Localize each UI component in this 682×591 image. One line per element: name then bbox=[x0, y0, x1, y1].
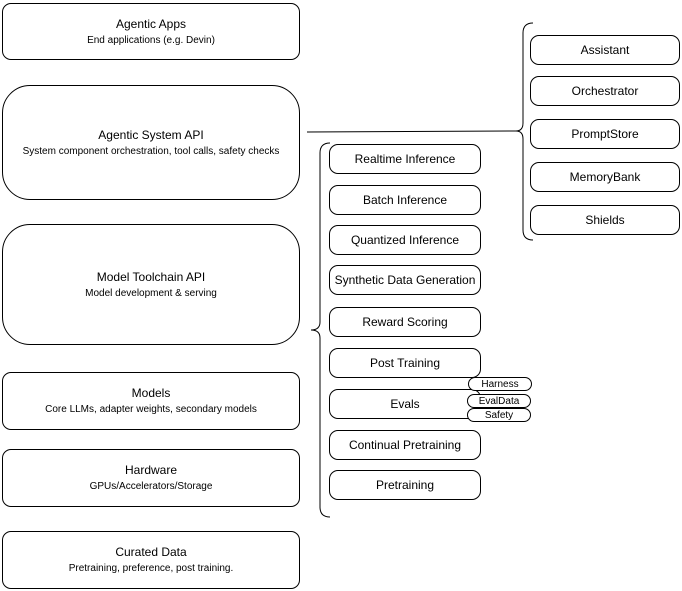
box-title: Agentic System API bbox=[98, 127, 204, 142]
chip-evals: Evals bbox=[329, 389, 481, 419]
chip-synthetic-data-generation: Synthetic Data Generation bbox=[329, 265, 481, 295]
box-agentic-system-api: Agentic System API System component orch… bbox=[2, 85, 300, 200]
curly-brace-system-components bbox=[515, 22, 534, 241]
box-hardware: Hardware GPUs/Accelerators/Storage bbox=[2, 449, 300, 507]
pill-evaldata: EvalData bbox=[467, 394, 531, 408]
box-model-toolchain-api: Model Toolchain API Model development & … bbox=[2, 224, 300, 345]
chip-realtime-inference: Realtime Inference bbox=[329, 144, 481, 174]
chip-memorybank: MemoryBank bbox=[530, 162, 680, 192]
box-title: Curated Data bbox=[115, 545, 187, 559]
box-title: Hardware bbox=[124, 463, 178, 477]
chip-quantized-inference: Quantized Inference bbox=[329, 225, 481, 255]
chip-assistant: Assistant bbox=[530, 35, 680, 65]
chip-reward-scoring: Reward Scoring bbox=[329, 307, 481, 337]
connector-line-system-api-to-components bbox=[306, 130, 517, 133]
pill-harness: Harness bbox=[468, 377, 532, 391]
chip-orchestrator: Orchestrator bbox=[530, 76, 680, 106]
chip-post-training: Post Training bbox=[329, 348, 481, 378]
box-title: Agentic Apps bbox=[115, 16, 187, 31]
chip-shields: Shields bbox=[530, 205, 680, 235]
chip-pretraining: Pretraining bbox=[329, 470, 481, 500]
box-subtitle: Model development & serving bbox=[85, 287, 217, 299]
box-subtitle: End applications (e.g. Devin) bbox=[87, 34, 215, 46]
chip-promptstore: PromptStore bbox=[530, 119, 680, 149]
box-subtitle: GPUs/Accelerators/Storage bbox=[89, 481, 213, 492]
box-subtitle: Pretraining, preference, post training. bbox=[68, 563, 234, 574]
box-subtitle: Core LLMs, adapter weights, secondary mo… bbox=[45, 404, 257, 415]
chip-continual-pretraining: Continual Pretraining bbox=[329, 430, 481, 460]
box-agentic-apps: Agentic Apps End applications (e.g. Devi… bbox=[2, 3, 300, 60]
box-models: Models Core LLMs, adapter weights, secon… bbox=[2, 372, 300, 430]
chip-batch-inference: Batch Inference bbox=[329, 185, 481, 215]
box-subtitle: System component orchestration, tool cal… bbox=[22, 145, 280, 157]
box-title: Models bbox=[131, 386, 171, 400]
box-title: Model Toolchain API bbox=[96, 269, 206, 284]
pill-safety: Safety bbox=[467, 408, 531, 422]
box-curated-data: Curated Data Pretraining, preference, po… bbox=[2, 531, 300, 589]
curly-brace-toolchain-services bbox=[310, 142, 331, 518]
